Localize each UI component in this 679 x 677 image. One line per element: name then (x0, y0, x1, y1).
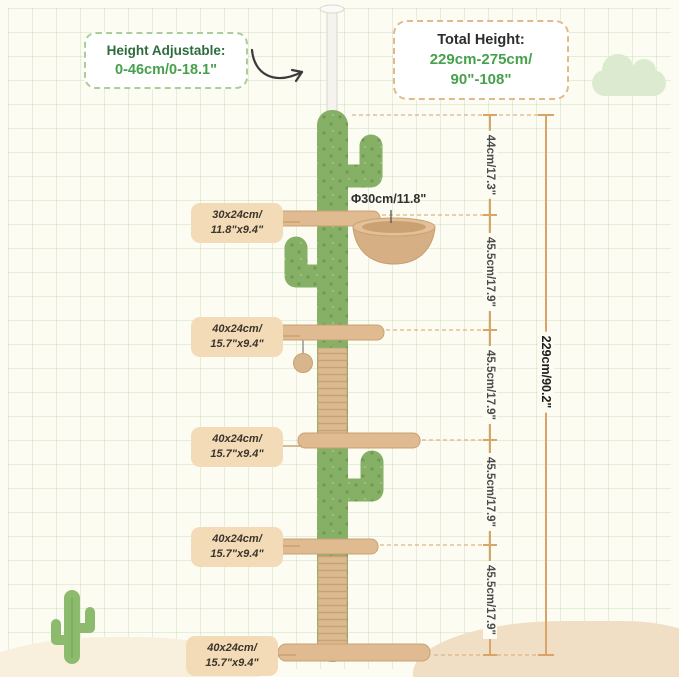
small-cactus-icon (51, 590, 95, 664)
platform-size-label-2: 40x24cm/ 15.7"x9.4" (191, 317, 283, 357)
platform-size-line: 40x24cm/ (212, 533, 262, 545)
platform-size-label-5: 40x24cm/ 15.7"x9.4" (186, 636, 278, 676)
segment-dimension-label-1: 44cm/17.3" (483, 130, 497, 200)
cactus-arm-left (284, 236, 334, 288)
cactus-arm-right-top (330, 134, 383, 188)
hammock-diameter-label: Φ30cm/11.8" (351, 192, 427, 206)
platform-3 (297, 432, 421, 449)
segment-dimension-label-3: 45.5cm/17.9" (483, 345, 497, 425)
total-height-dimension-label: 229cm/90.2" (538, 331, 554, 413)
hammock-bowl (352, 227, 436, 265)
cloud-icon (592, 54, 666, 96)
hanging-ball-toy (293, 353, 313, 373)
base-platform (277, 643, 431, 662)
cactus-arm-right-lower (330, 450, 384, 502)
platform-size-line: 11.8"x9.4" (210, 223, 264, 236)
sisal-post-lower (317, 555, 348, 653)
hammock-inner (362, 221, 426, 233)
leader-lines (352, 114, 540, 656)
height-adjustable-callout: Height Adjustable: 0-46cm/0-18.1" (84, 32, 248, 89)
height-adjustable-title: Height Adjustable: (106, 43, 226, 58)
platform-size-line: 40x24cm/ (212, 433, 262, 445)
platform-size-line: 40x24cm/ (207, 642, 257, 654)
platform-size-label-1: 30x24cm/ 11.8"x9.4" (191, 203, 283, 243)
platform-size-line: 30x24cm/ (212, 209, 262, 221)
total-height-callout: Total Height: 229cm-275cm/ 90"-108" (393, 20, 569, 100)
segment-dimension-label-2: 45.5cm/17.9" (483, 232, 497, 312)
segment-dimension-label-5: 45.5cm/17.9" (483, 560, 497, 640)
platform-size-line: 15.7"x9.4" (210, 447, 264, 460)
height-adjustable-value: 0-46cm/0-18.1" (115, 62, 217, 78)
platform-size-label-4: 40x24cm/ 15.7"x9.4" (191, 527, 283, 567)
curved-arrow-icon (250, 48, 304, 83)
platform-size-line: 15.7"x9.4" (210, 337, 264, 350)
platform-size-line: 40x24cm/ (212, 323, 262, 335)
platform-size-line: 15.7"x9.4" (205, 656, 259, 669)
label-leader-lines (278, 221, 302, 656)
total-height-value-in: 90"-108" (450, 71, 512, 88)
segment-dimension-label-4: 45.5cm/17.9" (483, 452, 497, 532)
total-height-value-cm: 229cm-275cm/ (429, 51, 533, 68)
platform-size-label-3: 40x24cm/ 15.7"x9.4" (191, 427, 283, 467)
total-height-title: Total Height: (437, 32, 525, 48)
sisal-post-upper (317, 347, 348, 441)
ceiling-cap (319, 4, 345, 14)
platform-size-line: 15.7"x9.4" (210, 547, 264, 560)
